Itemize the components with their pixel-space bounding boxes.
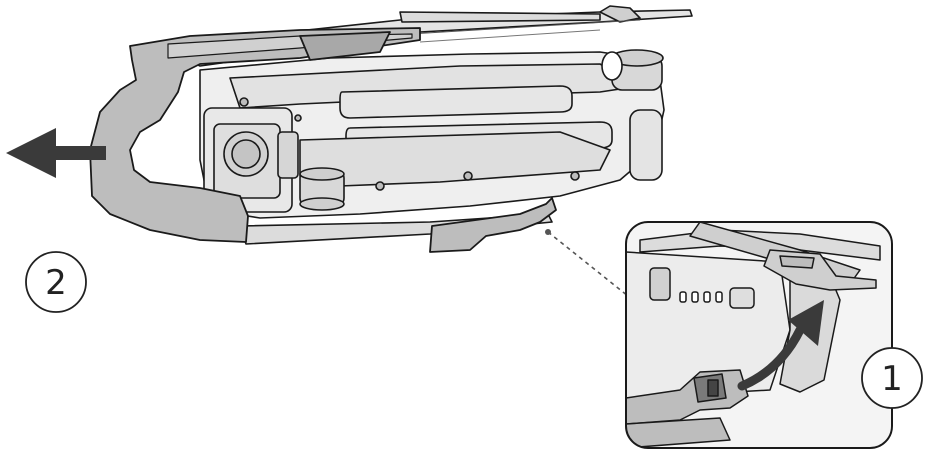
guard-bottom-clip (429, 197, 557, 253)
motor-right (601, 49, 664, 181)
arrow-left-icon (6, 128, 106, 178)
side-bar-upper (339, 85, 573, 119)
detail-inset (625, 221, 893, 449)
gimbal-camera (203, 107, 299, 213)
curved-arrow-up-icon (737, 300, 824, 391)
gimbal-guard (89, 27, 557, 253)
step-1-label: 1 (881, 359, 903, 399)
step-1-badge: 1 (861, 347, 923, 409)
step-2-label: 2 (45, 263, 67, 303)
motor-lower (299, 167, 345, 211)
callout-leader-line (547, 231, 629, 297)
step-2-badge: 2 (25, 251, 87, 313)
